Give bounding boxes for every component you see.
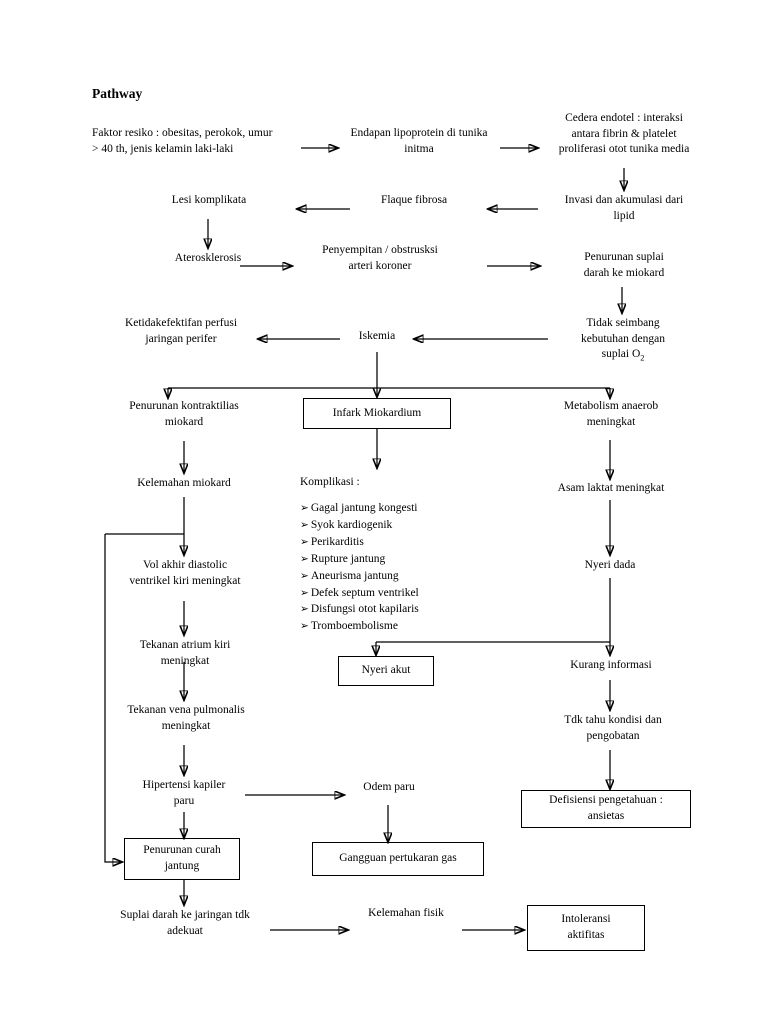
node-kelemahan-fisik: Kelemahan fisik xyxy=(368,907,444,919)
komplikasi-item-label: Rupture jantung xyxy=(310,552,386,565)
arrow-bullet-icon: ➢ xyxy=(300,570,309,582)
node-hipertensi-kapiler-paru: Hipertensi kapiler paru xyxy=(142,779,226,807)
node-tekanan-atrium-kiri: Tekanan atrium kiri meningkat xyxy=(139,639,231,667)
node-tekanan-vena-pulmonalis: Tekanan vena pulmonalis meningkat xyxy=(127,704,245,732)
komplikasi-item: ➢Disfungsi otot kapilaris xyxy=(300,601,490,618)
node-asam-laktat: Asam laktat meningkat xyxy=(557,482,665,494)
node-tidak-seimbang-subscript: 2 xyxy=(640,353,645,363)
node-odem-paru: Odem paru xyxy=(363,781,415,793)
komplikasi-item: ➢Aneurisma jantung xyxy=(300,568,490,585)
node-penurunan-kontraktilias: Penurunan kontraktilias miokard xyxy=(129,400,239,428)
arrow-bullet-icon: ➢ xyxy=(300,587,309,599)
komplikasi-item: ➢Rupture jantung xyxy=(300,551,490,568)
node-invasi-akumulasi: Invasi dan akumulasi dari lipid xyxy=(564,194,684,222)
komplikasi-item: ➢Tromboembolisme xyxy=(300,618,490,635)
komplikasi-item: ➢Perikarditis xyxy=(300,534,490,551)
node-kurang-informasi: Kurang informasi xyxy=(570,659,652,671)
komplikasi-item-label: Perikarditis xyxy=(310,535,364,548)
arrow-bullet-icon: ➢ xyxy=(300,536,309,548)
node-infark-miokardium: Infark Miokardium xyxy=(303,398,451,429)
node-defisiensi-pengetahuan: Defisiensi pengetahuan : ansietas xyxy=(521,790,691,828)
komplikasi-item-label: Syok kardiogenik xyxy=(310,518,393,531)
komplikasi-item-label: Gagal jantung kongesti xyxy=(310,502,418,514)
node-intoleransi-aktifitas: Intoleransi aktifitas xyxy=(527,905,645,951)
node-penurunan-suplai-darah: Penurunan suplai darah ke miokard xyxy=(583,251,665,279)
arrow-bullet-icon: ➢ xyxy=(300,621,309,633)
node-lesi-komplikata: Lesi komplikata xyxy=(171,194,247,206)
node-tdk-tahu-kondisi: Tdk tahu kondisi dan pengobatan xyxy=(564,714,662,742)
arrow-bullet-icon: ➢ xyxy=(300,604,309,616)
komplikasi-list: ➢Gagal jantung kongesti➢Syok kardiogenik… xyxy=(300,500,490,635)
node-iskemia: Iskemia xyxy=(358,330,396,342)
komplikasi-item-label: Disfungsi otot kapilaris xyxy=(310,603,419,616)
komplikasi-item: ➢Syok kardiogenik xyxy=(300,517,490,534)
arrow-bullet-icon: ➢ xyxy=(300,503,309,514)
node-vol-akhir-diastolic: Vol akhir diastolic ventrikel kiri menin… xyxy=(129,559,241,587)
komplikasi-item: ➢Defek septum ventrikel xyxy=(300,585,490,602)
node-aterosklerosis: Aterosklerosis xyxy=(174,252,242,264)
node-gangguan-pertukaran-gas: Gangguan pertukaran gas xyxy=(312,842,484,876)
page-title: Pathway xyxy=(92,86,143,101)
node-kelemahan-miokard: Kelemahan miokard xyxy=(137,477,231,489)
node-endapan-lipoprotein: Endapan lipoprotein di tunika initma xyxy=(350,127,488,155)
komplikasi-item-label: Tromboembolisme xyxy=(310,620,398,633)
arrow-bullet-icon: ➢ xyxy=(300,553,309,565)
arrow-bullet-icon: ➢ xyxy=(300,519,309,531)
node-penyempitan-obstruksi: Penyempitan / obstrusksi arteri koroner xyxy=(322,244,438,272)
node-tidak-seimbang: Tidak seimbang kebutuhan dengan suplai O… xyxy=(552,316,694,364)
komplikasi-item-label: Aneurisma jantung xyxy=(310,569,399,582)
node-flaque-fibrosa: Flaque fibrosa xyxy=(380,194,448,206)
node-tidak-seimbang-text: Tidak seimbang kebutuhan dengan suplai O xyxy=(581,317,665,361)
node-nyeri-dada: Nyeri dada xyxy=(584,559,636,571)
komplikasi-item-label: Defek septum ventrikel xyxy=(310,586,419,599)
node-penurunan-curah-jantung: Penurunan curah jantung xyxy=(124,838,240,880)
komplikasi-item: ➢Gagal jantung kongesti xyxy=(300,500,490,517)
node-suplai-darah-tdk-adekuat: Suplai darah ke jaringan tdk adekuat xyxy=(120,909,250,937)
node-ketidakefektifan-perfusi: Ketidakefektifan perfusi jaringan perife… xyxy=(124,317,238,345)
node-metabolism-anaerob: Metabolism anaerob meningkat xyxy=(563,400,659,428)
node-cedera-endotel: Cedera endotel : interaksi antara fibrin… xyxy=(558,112,690,156)
node-komplikasi-header: Komplikasi : xyxy=(300,476,360,488)
node-faktor-resiko: Faktor resiko : obesitas, perokok, umur … xyxy=(92,127,273,155)
node-nyeri-akut: Nyeri akut xyxy=(338,656,434,686)
